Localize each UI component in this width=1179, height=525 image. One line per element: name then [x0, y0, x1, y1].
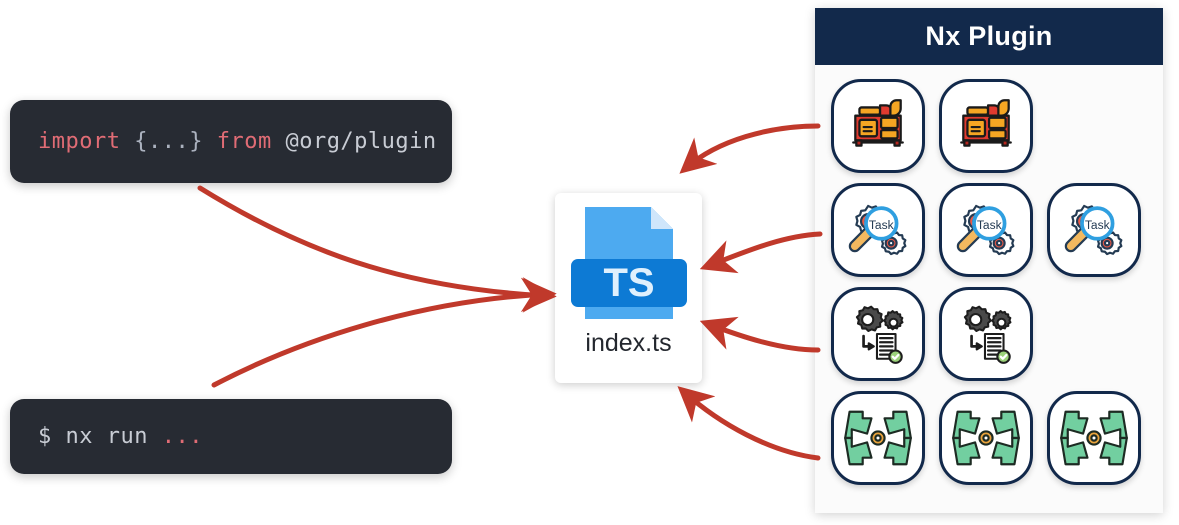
- arrow-migrations-to-file: [677, 386, 821, 461]
- configuration-tile[interactable]: [831, 287, 925, 381]
- code-token-shell-command: $ nx run: [38, 424, 162, 449]
- arrow-command-to-file: [211, 277, 557, 388]
- code-token-ellipsis: ...: [161, 424, 203, 449]
- code-token-braces: {...}: [134, 129, 203, 154]
- code-block-import: import {...} from @org/plugin: [10, 100, 452, 183]
- gears-document-icon: [855, 305, 904, 364]
- arrow-generators-to-file: [679, 123, 821, 174]
- converge-arrows-icon: [1060, 410, 1128, 466]
- task-magnifier-icon: Task: [956, 204, 1015, 256]
- converge-arrows-icon: [844, 410, 912, 466]
- configuration-row: [831, 287, 1147, 381]
- executor-tile[interactable]: Task: [939, 183, 1033, 277]
- code-token-from-keyword: from: [216, 129, 272, 154]
- task-label: Task: [977, 218, 1003, 232]
- code-block-nx-run: $ nx run ...: [10, 399, 452, 474]
- generator-tile[interactable]: [939, 79, 1033, 173]
- code-space-2: [203, 129, 217, 154]
- plugin-panel-title: Nx Plugin: [925, 21, 1053, 51]
- code-space-3: [272, 129, 286, 154]
- code-token-package-name: @org/plugin: [285, 129, 437, 154]
- code-token-import-keyword: import: [38, 129, 121, 154]
- task-label: Task: [1085, 218, 1111, 232]
- task-magnifier-icon: Task: [848, 204, 907, 256]
- task-label: Task: [869, 218, 895, 232]
- plugin-panel-header: Nx Plugin: [815, 8, 1163, 65]
- generator-tile[interactable]: [831, 79, 925, 173]
- file-name-label: index.ts: [585, 329, 672, 357]
- svg-text:TS: TS: [603, 261, 654, 305]
- generators-row: [831, 79, 1147, 173]
- executor-tile[interactable]: Task: [1047, 183, 1141, 277]
- converge-arrows-icon: [952, 410, 1020, 466]
- arrow-executors-to-file: [699, 231, 823, 274]
- typescript-file-card: TS index.ts: [555, 193, 702, 383]
- migration-tile[interactable]: [939, 391, 1033, 485]
- arrow-configuration-to-file: [699, 316, 821, 353]
- executors-row: Task: [831, 183, 1147, 277]
- plugin-panel-body: Task: [815, 65, 1163, 485]
- migrations-row: [831, 391, 1147, 485]
- nx-plugin-panel: Nx Plugin: [815, 8, 1163, 513]
- code-space-1: [120, 129, 134, 154]
- migration-tile[interactable]: [1047, 391, 1141, 485]
- generator-machine-icon: [960, 99, 1012, 147]
- configuration-tile[interactable]: [939, 287, 1033, 381]
- typescript-file-icon: TS: [567, 201, 691, 327]
- arrow-import-to-file: [197, 185, 557, 313]
- generator-machine-icon: [852, 99, 904, 147]
- gears-document-icon: [963, 305, 1012, 364]
- migration-tile[interactable]: [831, 391, 925, 485]
- executor-tile[interactable]: Task: [831, 183, 925, 277]
- task-magnifier-icon: Task: [1064, 204, 1123, 256]
